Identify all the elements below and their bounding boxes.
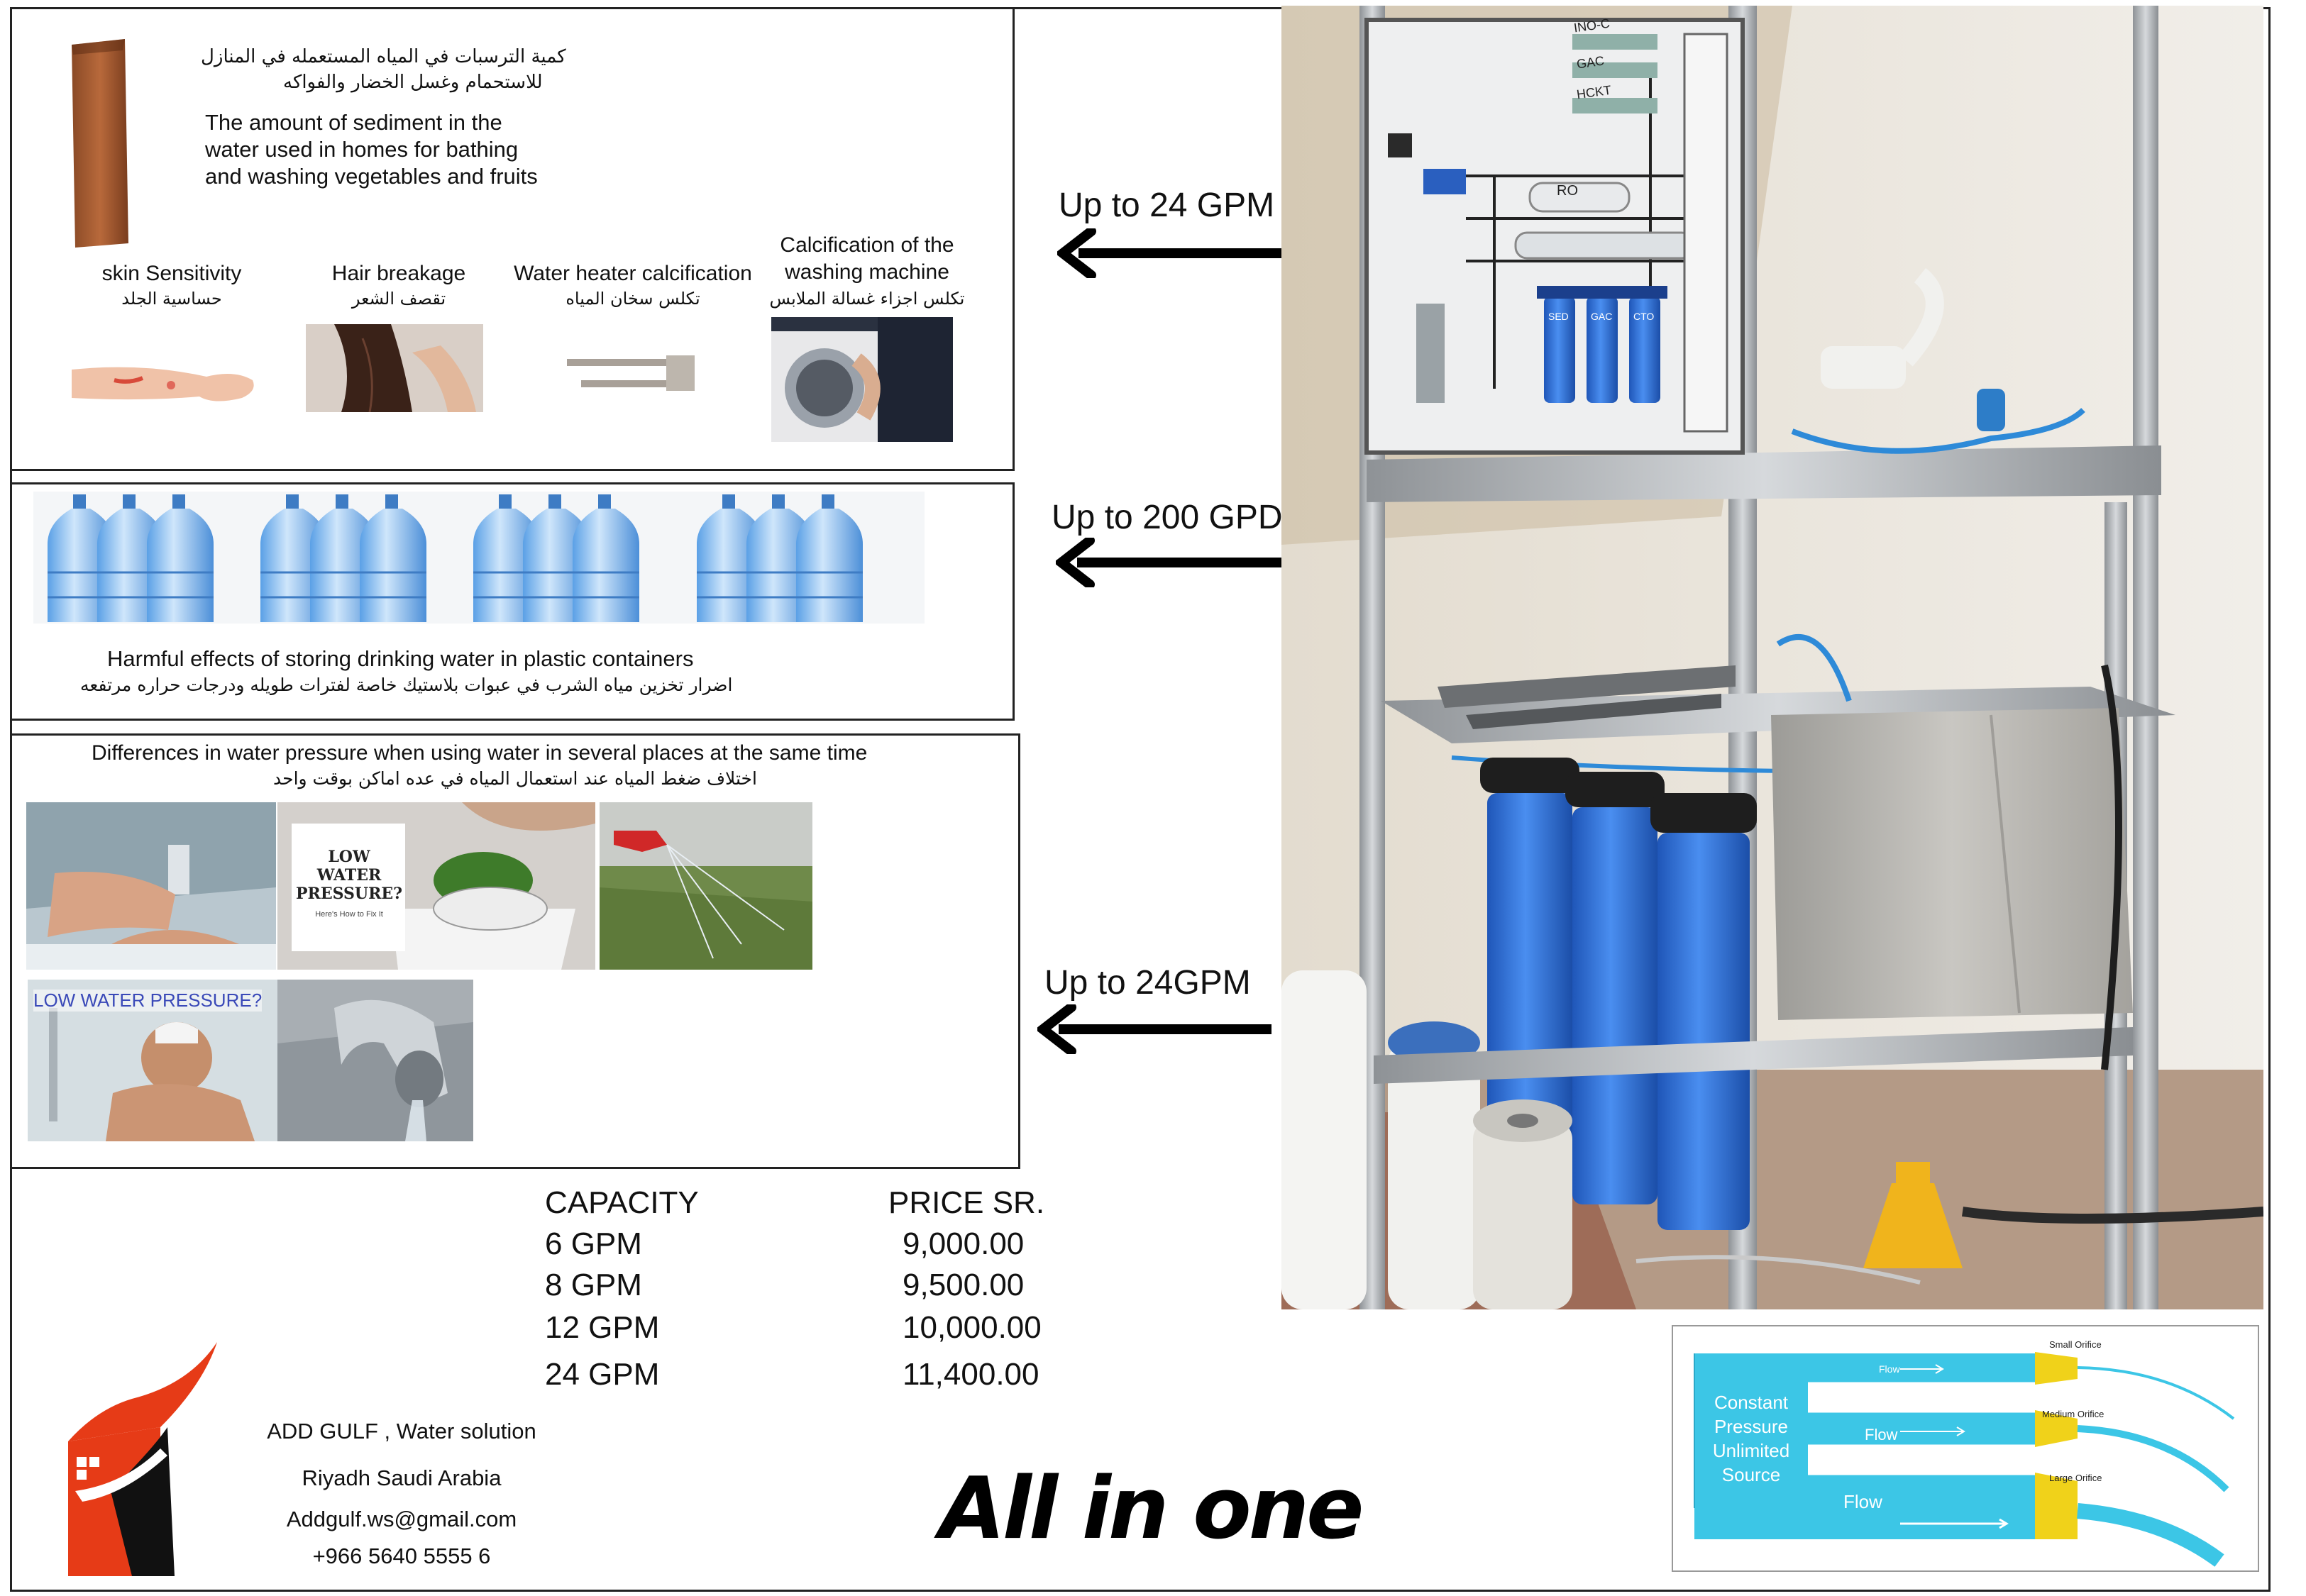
garden-hose-image [600, 802, 812, 970]
water-treatment-machine-photo: INO-C GAC HCKT RO SED GAC CTO [1281, 6, 2263, 1309]
item-arabic-skin: حساسية الجلد [121, 289, 222, 309]
item-label-washer-2: washing machine [785, 260, 949, 284]
sediment-cartridge-image [72, 39, 128, 248]
arrow-left-icon [1057, 228, 1288, 278]
capacity-row: 8 GPM [545, 1268, 642, 1302]
sediment-panel: كمية الترسبات في المياه المستعمله في الم… [10, 7, 1015, 471]
low-pressure-sign-text: LOW WATER PRESSURE? [296, 848, 403, 903]
arrow-left-icon [1056, 538, 1286, 587]
water-bottles-image [33, 492, 925, 624]
diagram-source-line-1: Constant [1714, 1392, 1789, 1413]
panel-label-gac: GAC [1591, 311, 1613, 322]
diagram-flow-label-bottom: Flow [1843, 1491, 1882, 1512]
sediment-english-line-1: The amount of sediment in the [205, 110, 502, 135]
capacity-column: CAPACITY 6 GPM 8 GPM 12 GPM 24 GPM [545, 1180, 699, 1393]
sediment-english-line-3: and washing vegetables and fruits [205, 164, 538, 189]
item-label-washer: Calcification of the [780, 233, 954, 257]
company-logo [68, 1342, 217, 1576]
pressure-caption-arabic: اختلاف ضغط المياه عند استعمال المياه في … [273, 768, 757, 789]
capacity-row: 6 GPM [545, 1226, 642, 1261]
panel-label-cto: CTO [1633, 311, 1655, 322]
price-column: PRICE SR. 9,000.00 9,500.00 10,000.00 11… [888, 1180, 1044, 1393]
item-label-hair: Hair breakage [331, 262, 466, 285]
low-pressure-sign-image: LOW WATER PRESSURE? Here's How to Fix It [277, 802, 595, 970]
arrow-label-top: Up to 24 GPM [1059, 187, 1275, 224]
diagram-large-orifice-label: Large Orifice [2049, 1473, 2102, 1483]
tap-hands-image [26, 802, 276, 970]
company-name: ADD GULF , Water solution [267, 1419, 536, 1443]
shower-image: LOW WATER PRESSURE? [28, 980, 277, 1141]
pressure-panel: Differences in water pressure when using… [10, 733, 1020, 1169]
item-label-heater: Water heater calcification [514, 262, 752, 285]
price-row: 11,400.00 [903, 1357, 1039, 1392]
capacity-row: 12 GPM [545, 1310, 660, 1345]
item-arabic-heater: تكلس سخان المياه [566, 289, 700, 309]
washing-machine-image [771, 317, 953, 442]
diagram-flow-label-top: Flow [1879, 1363, 1900, 1375]
price-row: 9,500.00 [903, 1268, 1025, 1302]
company-email[interactable]: Addgulf.ws@gmail.com [286, 1507, 517, 1531]
bottles-caption-arabic: اضرار تخزين مياه الشرب في عبوات بلاستيك … [80, 675, 733, 695]
slogan-text: All in one [939, 1460, 1364, 1558]
price-row: 10,000.00 [903, 1310, 1042, 1345]
diagram-source-line-2: Pressure [1714, 1416, 1789, 1437]
price-header: PRICE SR. [888, 1185, 1045, 1220]
arrow-label-bottom: Up to 24GPM [1044, 964, 1251, 1002]
low-pressure-banner-text: LOW WATER PRESSURE? [33, 990, 263, 1012]
capacity-header: CAPACITY [545, 1185, 699, 1220]
item-arabic-washer: تكلس اجزاء غسالة الملابس [769, 289, 965, 309]
price-row: 9,000.00 [903, 1226, 1025, 1261]
diagram-flow-label-middle: Flow [1865, 1426, 1898, 1443]
hair-breakage-image [306, 324, 483, 412]
sediment-english-line-2: water used in homes for bathing [205, 137, 519, 162]
company-city: Riyadh Saudi Arabia [302, 1465, 502, 1490]
diagram-medium-orifice-label: Medium Orifice [2042, 1409, 2104, 1419]
diagram-source-line-4: Source [1721, 1464, 1781, 1485]
capacity-row: 24 GPM [545, 1357, 660, 1392]
arrow-label-middle: Up to 200 GPD [1052, 499, 1283, 536]
panel-label-ro: RO [1557, 183, 1578, 199]
bottles-panel: Harmful effects of storing drinking wate… [10, 482, 1015, 721]
arrow-left-icon [1037, 1004, 1271, 1054]
sediment-arabic-line-2: للاستحمام وغسل الخضار والفواكه [283, 72, 543, 93]
item-arabic-hair: تقصف الشعر [351, 289, 446, 309]
orifice-flow-diagram: Constant Pressure Unlimited Source Flow … [1672, 1325, 2259, 1572]
faucet-closeup-image [277, 980, 473, 1141]
item-label-skin: skin Sensitivity [101, 262, 242, 285]
skin-sensitivity-image [72, 341, 263, 412]
bottles-caption-english: Harmful effects of storing drinking wate… [107, 646, 694, 671]
diagram-source-line-3: Unlimited [1712, 1440, 1790, 1461]
company-phone[interactable]: +966 5640 5555 6 [312, 1544, 491, 1568]
panel-label-sed: SED [1548, 311, 1569, 322]
sediment-arabic-line-1: كمية الترسبات في المياه المستعمله في الم… [201, 46, 566, 67]
low-pressure-sign-subtext: Here's How to Fix It [315, 910, 383, 919]
diagram-small-orifice-label: Small Orifice [2049, 1339, 2102, 1350]
pressure-caption-english: Differences in water pressure when using… [92, 741, 868, 765]
heater-calcification-image [560, 334, 702, 398]
